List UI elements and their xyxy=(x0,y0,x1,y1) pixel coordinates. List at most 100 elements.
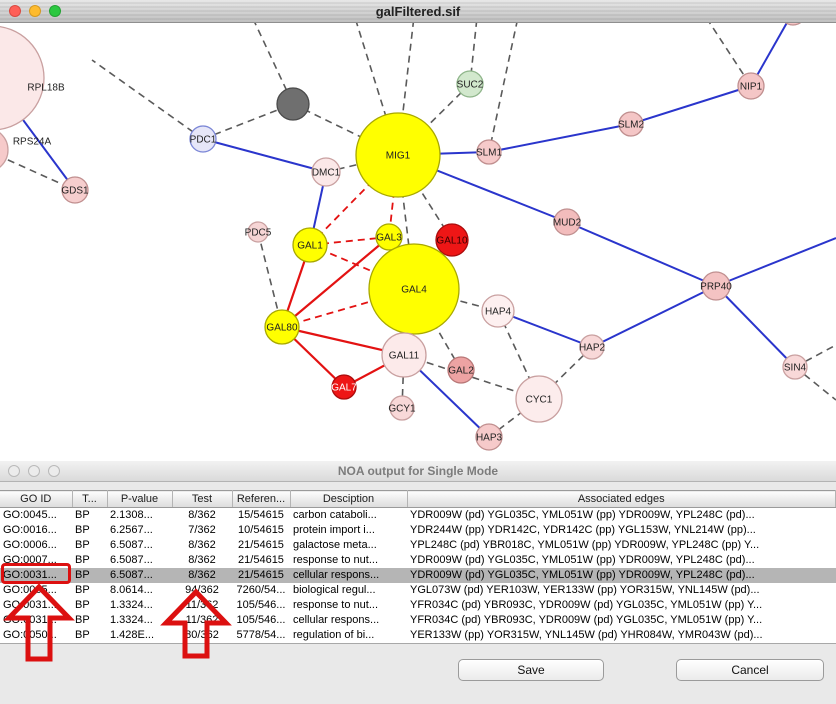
cell-test[interactable]: 8/362 xyxy=(188,539,216,551)
cell-type[interactable]: BP xyxy=(75,614,90,626)
network-node-gal1[interactable] xyxy=(292,227,328,263)
cell-p_value[interactable]: 1.428E... xyxy=(110,629,155,641)
cell-description[interactable]: biological regul... xyxy=(293,584,376,596)
close-icon[interactable] xyxy=(8,465,20,477)
cell-go_id[interactable]: GO:0031... xyxy=(3,614,57,626)
cell-test[interactable]: 7/362 xyxy=(188,524,216,536)
cell-p_value[interactable]: 6.5087... xyxy=(110,539,153,551)
network-edge[interactable] xyxy=(630,85,752,125)
cell-type[interactable]: BP xyxy=(75,629,90,641)
network-node-slm2[interactable] xyxy=(618,111,644,137)
network-node-gal7[interactable] xyxy=(331,374,357,400)
cell-p_value[interactable]: 6.5087... xyxy=(110,554,153,566)
cell-test[interactable]: 94/362 xyxy=(185,584,219,596)
network-node-hap2[interactable] xyxy=(579,334,605,360)
column-header-5[interactable]: Desciption xyxy=(290,490,408,508)
cell-p_value[interactable]: 1.3324... xyxy=(110,599,153,611)
cell-test[interactable]: 11/362 xyxy=(185,614,219,626)
network-edge[interactable] xyxy=(202,138,327,173)
cell-reference[interactable]: 21/54615 xyxy=(238,539,284,551)
cell-description[interactable]: carbon cataboli... xyxy=(293,509,377,521)
column-header-3[interactable]: Test xyxy=(172,490,233,508)
cell-test[interactable]: 11/362 xyxy=(185,599,219,611)
cell-description[interactable]: cellular respons... xyxy=(290,568,407,583)
network-edge[interactable] xyxy=(497,310,593,348)
network-node-nip1[interactable] xyxy=(737,72,765,100)
cell-description[interactable]: galactose meta... xyxy=(293,539,377,551)
network-node-rps24a[interactable] xyxy=(0,128,9,172)
network-node-gal4[interactable] xyxy=(368,243,460,335)
minimize-icon[interactable] xyxy=(28,465,40,477)
cell-reference[interactable]: 105/546... xyxy=(236,599,286,611)
cell-p_value[interactable]: 2.1308... xyxy=(110,509,153,521)
cell-go_id[interactable]: GO:0031... xyxy=(0,568,72,583)
network-edge[interactable] xyxy=(566,221,717,287)
cell-reference[interactable]: 15/54615 xyxy=(238,509,284,521)
cell-edges[interactable]: YDR009W (pd) YGL035C, YML051W (pp) YDR00… xyxy=(410,509,755,521)
network-node-dark[interactable] xyxy=(276,87,310,121)
network-edge[interactable] xyxy=(488,123,632,153)
column-header-1[interactable]: T... xyxy=(72,490,108,508)
network-node-hap4[interactable] xyxy=(481,294,515,328)
network-edge[interactable] xyxy=(281,236,390,328)
cell-p_value[interactable]: 6.2567... xyxy=(110,524,153,536)
network-node-pdc1[interactable] xyxy=(189,125,217,153)
cell-test[interactable]: 8/362 xyxy=(188,509,216,521)
network-node-gal10[interactable] xyxy=(435,223,469,257)
network-edge[interactable] xyxy=(591,285,717,348)
network-node-gcy1[interactable] xyxy=(389,395,415,421)
network-edge[interactable] xyxy=(794,366,836,401)
network-edge[interactable] xyxy=(715,285,796,368)
cell-reference[interactable]: 5778/54... xyxy=(236,629,286,641)
network-node-suc2[interactable] xyxy=(456,70,484,98)
cell-go_id[interactable]: GO:0031... xyxy=(3,599,57,611)
cell-type[interactable]: BP xyxy=(72,568,107,583)
network-edge[interactable] xyxy=(202,103,294,140)
cell-reference[interactable]: 10/54615 xyxy=(238,524,284,536)
cell-edges[interactable]: YDR009W (pd) YGL035C, YML051W (pp) YDR00… xyxy=(407,568,836,583)
network-edge[interactable] xyxy=(281,288,415,328)
cell-p_value[interactable]: 6.5087... xyxy=(107,568,172,583)
column-header-0[interactable]: GO ID xyxy=(0,490,73,508)
zoom-icon[interactable] xyxy=(49,5,61,17)
cell-edges[interactable]: YFR034C (pd) YBR093C, YDR009W (pd) YGL03… xyxy=(410,614,763,626)
cell-edges[interactable]: YDR009W (pd) YGL035C, YML051W (pp) YDR00… xyxy=(410,554,755,566)
network-node-gal11[interactable] xyxy=(381,332,427,378)
network-node-rpl18b[interactable] xyxy=(0,25,45,131)
network-node-mud2[interactable] xyxy=(553,208,581,236)
cell-p_value[interactable]: 1.3324... xyxy=(110,614,153,626)
network-edge[interactable] xyxy=(309,154,399,246)
close-icon[interactable] xyxy=(9,5,21,17)
network-edge[interactable] xyxy=(715,237,836,287)
cell-edges[interactable]: YDR244W (pp) YDR142C, YDR142C (pp) YGL15… xyxy=(410,524,756,536)
network-node-mig1[interactable] xyxy=(355,112,441,198)
cell-description[interactable]: response to nut... xyxy=(293,554,378,566)
network-edge[interactable] xyxy=(351,7,399,156)
cell-description[interactable]: response to nut... xyxy=(293,599,378,611)
cell-go_id[interactable]: GO:0065... xyxy=(3,584,57,596)
cell-edges[interactable]: YGL073W (pd) YER103W, YER133W (pp) YOR31… xyxy=(410,584,760,596)
cell-test[interactable]: 80/362 xyxy=(185,629,219,641)
network-node-gal3[interactable] xyxy=(375,223,403,251)
cell-go_id[interactable]: GO:0016... xyxy=(3,524,57,536)
cell-go_id[interactable]: GO:0045... xyxy=(3,509,57,521)
network-edge[interactable] xyxy=(488,7,521,153)
network-node-sin4[interactable] xyxy=(782,354,808,380)
network-node-prp40[interactable] xyxy=(701,271,731,301)
network-node-gal2[interactable] xyxy=(447,356,475,384)
cell-go_id[interactable]: GO:0007... xyxy=(3,554,57,566)
column-header-2[interactable]: P-value xyxy=(107,490,173,508)
network-node-dmc1[interactable] xyxy=(311,157,341,187)
network-canvas[interactable]: RPL18BRPS24AGDS1PDC1MIG1SUC2SLM1SLM2NIP1… xyxy=(0,0,836,461)
save-button[interactable]: Save xyxy=(458,659,604,681)
cell-edges[interactable]: YER133W (pp) YOR315W, YNL145W (pd) YHR08… xyxy=(410,629,763,641)
cell-go_id[interactable]: GO:0050... xyxy=(3,629,57,641)
